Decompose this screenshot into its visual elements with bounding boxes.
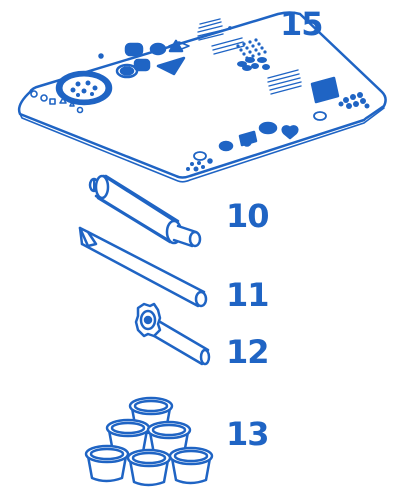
- part-number-dough-pots: 13: [226, 418, 269, 450]
- play-mat: [19, 13, 385, 182]
- pot-bottom-middle: [128, 450, 170, 485]
- part-number-mat: 15: [280, 8, 323, 40]
- part-number-rolling-pin: 10: [226, 200, 269, 232]
- part-number-cutter-wheel: 12: [226, 336, 269, 368]
- rolling-pin: [90, 176, 200, 246]
- part-number-stick: 11: [226, 279, 269, 311]
- cutter-wheel: [136, 304, 209, 364]
- pot-bottom-left: [86, 446, 128, 481]
- pot-bottom-right: [170, 448, 212, 483]
- dough-pots: [86, 398, 212, 485]
- pizza-icon: [57, 72, 111, 104]
